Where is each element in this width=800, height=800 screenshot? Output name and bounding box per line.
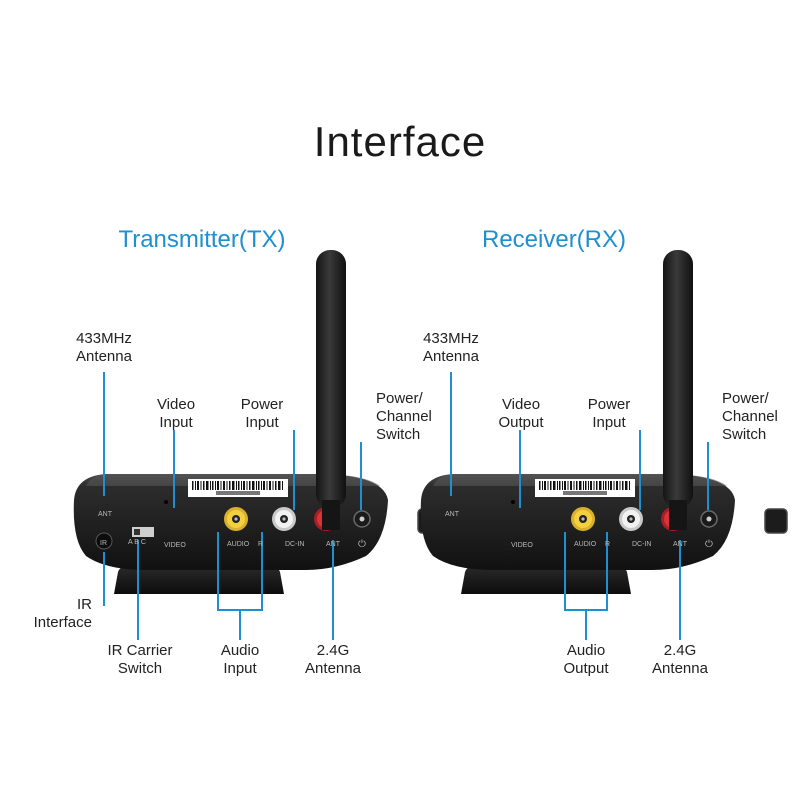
rx-power-icon: ⏻ [705,539,713,550]
transmitter-device [73,250,441,595]
tx-ant2-text: ANT [326,541,341,548]
tx-video-text: VIDEO [164,542,186,549]
rx-dcin-text: DC-IN [632,541,651,548]
transmitter-heading: Transmitter(TX) [118,226,286,253]
tx-r-text: R [258,541,263,548]
tx-audio-text: AUDIO [227,541,250,548]
rx-ant-text: ANT [445,511,460,518]
page-title: Interface [313,118,487,165]
rx-r-text: R [605,541,610,548]
rx-video-text: VIDEO [511,542,533,549]
tx-power-icon: ⏻ [358,539,366,550]
rx-audio-text: AUDIO [574,541,597,548]
rx-ant2-text: ANT [673,541,688,548]
tx-ant-text: ANT [98,511,113,518]
tx-dcin-text: DC-IN [285,541,304,548]
tx-ir-text: IR [100,540,107,547]
receiver-heading: Receiver(RX) [481,226,627,253]
rx-leader-lines [450,372,709,640]
tx-abc-text: A B C [128,539,146,546]
tx-leader-lines [103,372,362,640]
